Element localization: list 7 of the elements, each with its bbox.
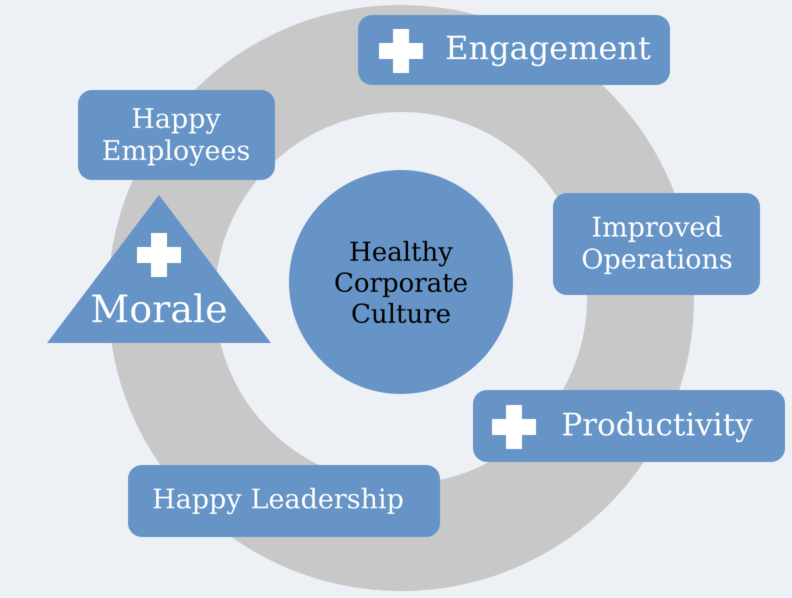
- rounded-box: Happy Leadership: [128, 465, 440, 537]
- rounded-box: Improved Operations: [553, 193, 760, 295]
- triangle-node: Morale: [47, 195, 271, 343]
- circle-node: Healthy Corporate Culture: [289, 170, 513, 394]
- rounded-box: Engagement: [358, 15, 670, 85]
- rounded-box: Happy Employees: [78, 90, 275, 180]
- rounded-box: Productivity: [473, 390, 785, 462]
